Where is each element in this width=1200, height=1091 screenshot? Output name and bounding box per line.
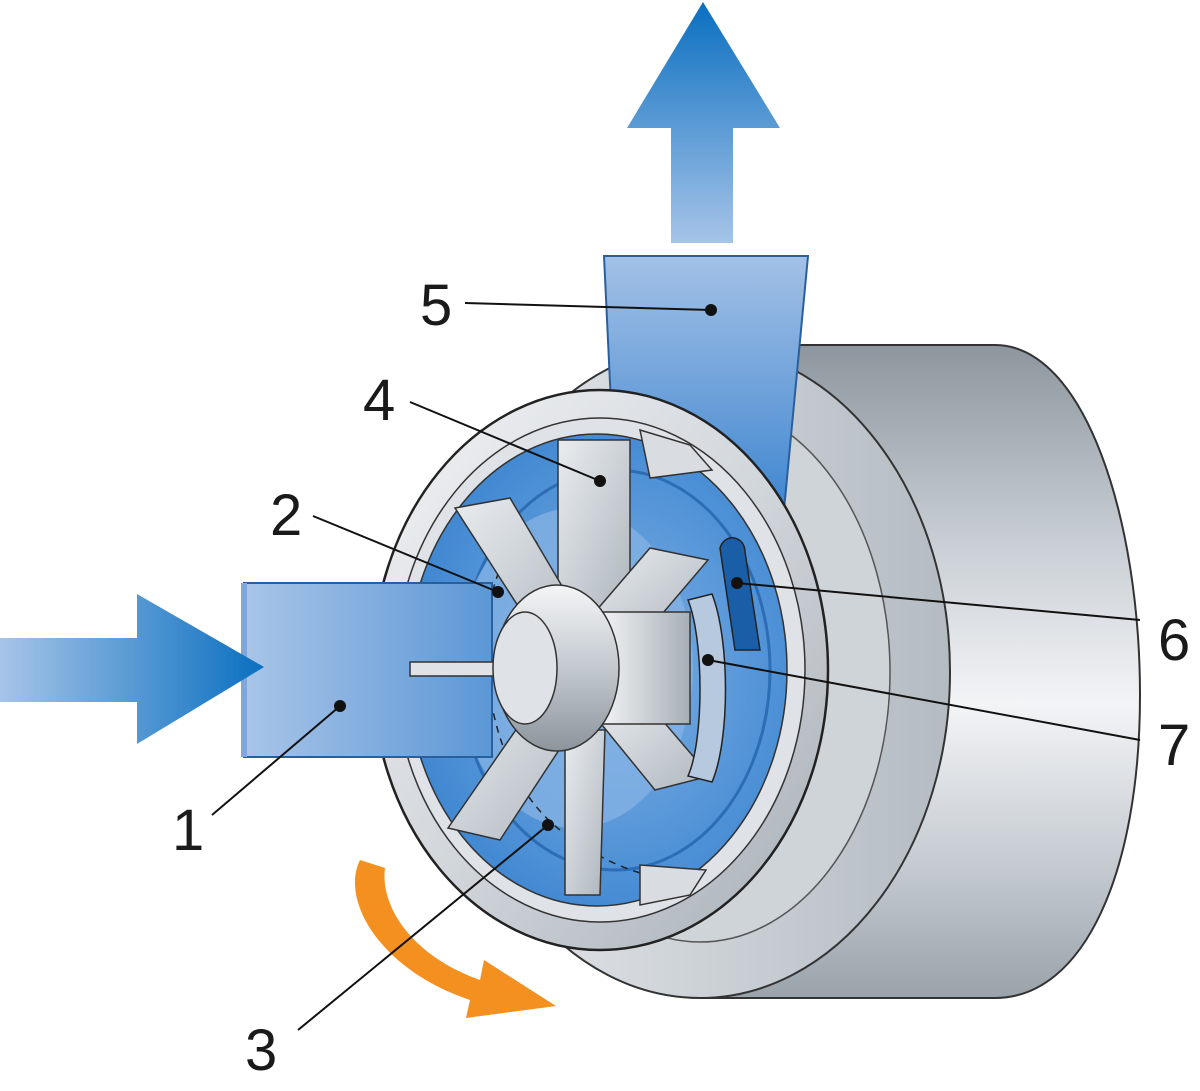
callout-7: 7 bbox=[1158, 713, 1190, 778]
callout-3: 3 bbox=[245, 1018, 277, 1083]
leader-1 bbox=[211, 705, 341, 816]
dot-5 bbox=[705, 304, 717, 316]
callout-5: 5 bbox=[420, 273, 452, 338]
callout-2: 2 bbox=[270, 483, 302, 548]
callout-6: 6 bbox=[1158, 608, 1190, 673]
dot-3 bbox=[542, 819, 554, 831]
suction-arrow bbox=[0, 594, 264, 744]
hub-bore bbox=[492, 611, 558, 725]
dot-7 bbox=[702, 654, 714, 666]
dot-2 bbox=[492, 586, 504, 598]
dot-1 bbox=[334, 700, 346, 712]
leader-lines bbox=[211, 302, 1141, 1031]
leader-3 bbox=[297, 824, 549, 1031]
leader-6 bbox=[736, 582, 1141, 621]
callout-1: 1 bbox=[172, 798, 204, 863]
discharge-port bbox=[719, 537, 761, 651]
leader-7 bbox=[707, 659, 1141, 741]
discharge-arrow bbox=[627, 2, 780, 243]
leader-2 bbox=[312, 515, 499, 593]
leader-5 bbox=[464, 302, 712, 311]
casing-tab-bottom bbox=[639, 864, 708, 906]
callout-4: 4 bbox=[363, 368, 395, 433]
casing-tab-top bbox=[639, 428, 714, 479]
ports bbox=[686, 537, 761, 783]
leader-4 bbox=[409, 401, 601, 482]
rotation-arrow bbox=[354, 860, 556, 1018]
callout-labels: 1 2 3 4 5 6 7 bbox=[172, 273, 1190, 1083]
dot-4 bbox=[594, 475, 606, 487]
suction-port-slot bbox=[686, 593, 727, 783]
impeller-hub bbox=[492, 584, 691, 752]
leader-dots bbox=[334, 304, 743, 831]
dot-6 bbox=[731, 577, 743, 589]
blade-left bbox=[409, 661, 501, 677]
blade-bottom bbox=[564, 729, 606, 896]
